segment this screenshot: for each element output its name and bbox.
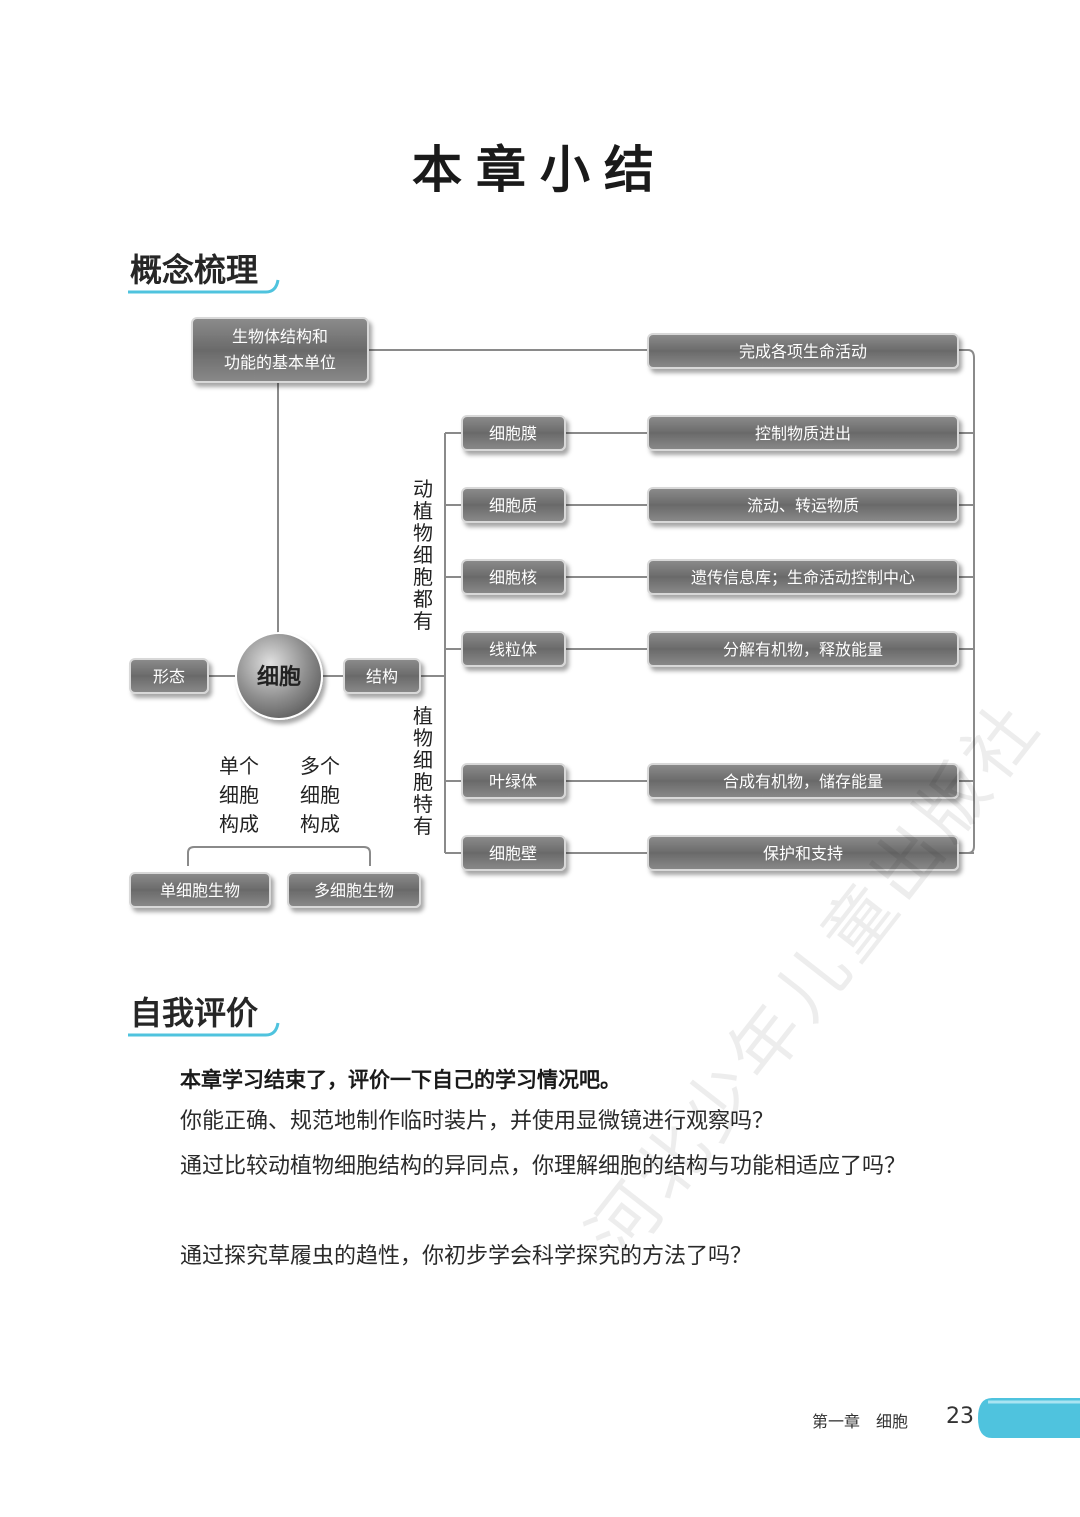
right-node-box [343, 658, 421, 694]
top-function-box [647, 333, 959, 369]
part-row-2: 细胞核 遗传信息库；生命活动控制中心 [461, 559, 959, 595]
page-title: 本章小结 [412, 141, 668, 199]
center-text: 细胞 [257, 664, 301, 690]
left-node-box [129, 658, 209, 694]
part-row-1: 细胞质 流动、转运物质 [461, 487, 959, 523]
part-row-5: 细胞壁 保护和支持 [461, 835, 959, 871]
part-row-4: 叶绿体 合成有机物，储存能量 [461, 763, 959, 799]
part-name: 细胞质 [489, 496, 537, 515]
part-name: 线粒体 [489, 640, 537, 659]
footer-accent-tab [978, 1398, 1080, 1438]
organism-single-box [129, 872, 271, 908]
section-underline-concept [128, 279, 280, 294]
section-underline-eval [128, 1022, 280, 1037]
top-function-text: 完成各项生命活动 [739, 342, 867, 361]
part-row-3: 线粒体 分解有机物，释放能量 [461, 631, 959, 667]
eval-question-3: 通过探究草履虫的趋性，你初步学会科学探究的方法了吗？ [180, 1244, 753, 1269]
organism-multi-box [287, 872, 421, 908]
part-function: 遗传信息库；生命活动控制中心 [691, 568, 915, 587]
left-node-text: 形态 [153, 667, 185, 686]
right-node-text: 结构 [366, 667, 398, 686]
part-name: 细胞膜 [489, 424, 537, 443]
part-function: 控制物质进出 [755, 424, 851, 443]
eval-question-1: 你能正确、规范地制作临时装片，并使用显微镜进行观察吗？ [180, 1109, 775, 1134]
part-function: 分解有机物，释放能量 [723, 640, 883, 659]
part-name: 叶绿体 [489, 772, 537, 791]
top-box [191, 317, 369, 383]
part-name: 细胞核 [489, 568, 537, 587]
eval-lead: 本章学习结束了，评价一下自己的学习情况吧。 [180, 1068, 621, 1092]
group-label-plant: 植物细胞特有 [413, 704, 433, 838]
section-heading-concept: 概念梳理 [130, 251, 259, 289]
branch-label-multi: 多个细胞构成 [300, 754, 340, 836]
footer-page-number: 23 [946, 1404, 974, 1429]
section-heading-eval: 自我评价 [130, 994, 259, 1032]
top-box-line2: 功能的基本单位 [224, 353, 336, 372]
group-label-all: 动植物细胞都有 [413, 477, 433, 633]
organism-single-text: 单细胞生物 [160, 881, 240, 900]
part-function: 合成有机物，储存能量 [723, 772, 883, 791]
part-name: 细胞壁 [489, 844, 537, 863]
footer-chapter: 第一章 细胞 [812, 1412, 909, 1431]
part-row-0: 细胞膜 控制物质进出 [461, 415, 959, 451]
branch-label-single: 单个细胞构成 [219, 754, 259, 836]
part-function: 流动、转运物质 [747, 496, 859, 515]
top-box-line1: 生物体结构和 [232, 327, 328, 346]
connector-lines [187, 349, 975, 866]
eval-question-2: 通过比较动植物细胞结构的异同点，你理解细胞的结构与功能相适应了吗？ [180, 1154, 907, 1179]
part-function: 保护和支持 [763, 844, 843, 863]
center-circle [235, 632, 323, 720]
organism-multi-text: 多细胞生物 [314, 881, 394, 900]
